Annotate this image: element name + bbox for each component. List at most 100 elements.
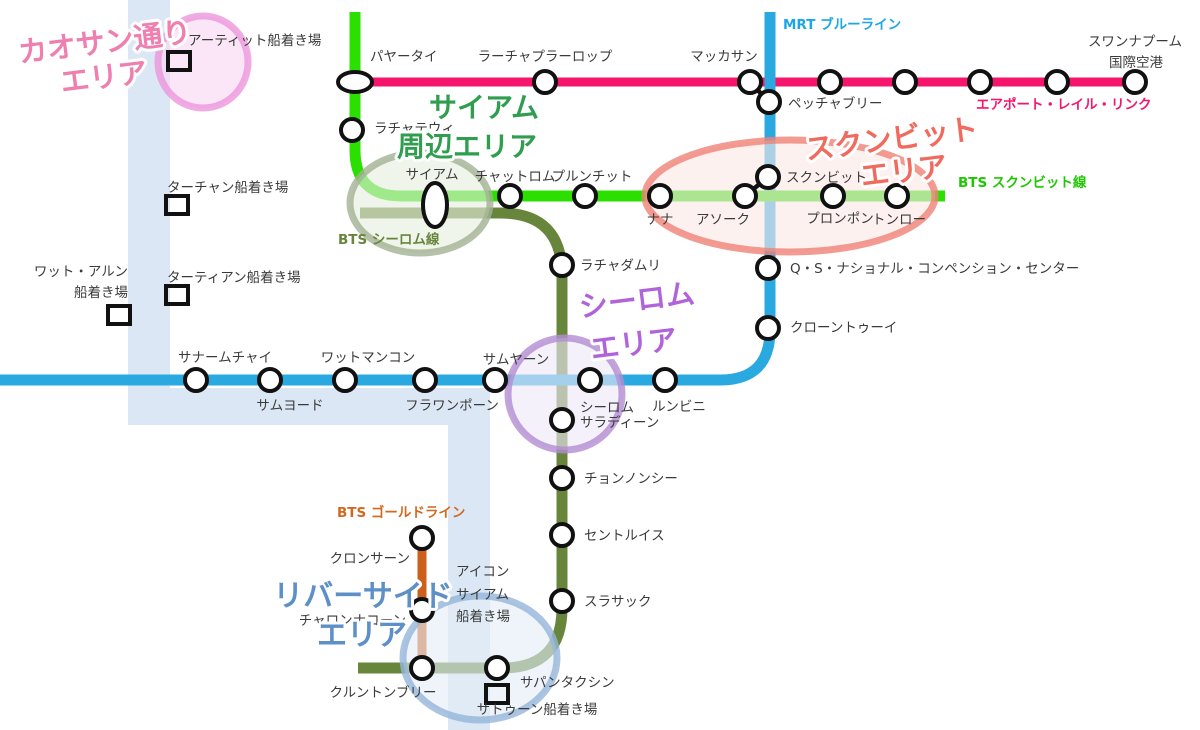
station-label-suvarnabhumi-1: スワンナプーム xyxy=(1088,34,1182,50)
station-label-wat-arun-pier-1: ワット・アルン xyxy=(34,264,128,280)
station-label-ratchaprarop: ラーチャプラーロップ xyxy=(478,49,613,65)
station-marker-charoen-nakhon xyxy=(409,597,435,623)
area-label-riverside-2: エリア xyxy=(317,618,407,653)
station-siam-station xyxy=(421,181,449,229)
station-arl-station-4 xyxy=(1044,69,1070,95)
station-chong-nonsi xyxy=(549,465,575,491)
area-khaosan xyxy=(154,12,252,112)
station-label-wat-mangkon: ワットマンコン xyxy=(321,350,416,366)
station-label-sanam-chai: サナームチャイ xyxy=(178,350,272,366)
station-khlong-san xyxy=(409,525,435,551)
station-marker-chong-nonsi xyxy=(549,465,575,491)
area-label-silom-2: エリア xyxy=(589,322,680,366)
station-sala-daeng xyxy=(549,407,575,433)
station-label-icon-siam-pier-1: アイコン xyxy=(456,564,509,580)
station-ratchathewi xyxy=(339,117,365,143)
station-marker-thong-lo xyxy=(884,183,910,209)
station-marker-siam-station xyxy=(421,181,449,229)
station-saint-louis xyxy=(549,522,575,548)
station-label-tha-chang-pier: ターチャン船着き場 xyxy=(167,179,288,196)
station-nana xyxy=(647,183,673,209)
station-label-saphan-taksin: サパンタクシン xyxy=(520,675,615,691)
station-charoen-nakhon xyxy=(409,597,435,623)
station-paya-thai xyxy=(336,70,374,94)
station-label-phloen-chit: プルンチット xyxy=(552,169,633,185)
station-marker-ratchathewi xyxy=(339,117,365,143)
station-marker-phrom-phong xyxy=(820,183,846,209)
station-marker-sala-daeng xyxy=(549,407,575,433)
line-label-airport-rail-link: エアポート・レイル・リンク xyxy=(976,96,1152,113)
area-silom xyxy=(504,334,626,454)
station-phetchaburi xyxy=(756,89,782,115)
station-qsncc xyxy=(755,255,781,281)
station-label-silom-mrt-2: サラディーン xyxy=(580,414,659,431)
station-marker-sukhumvit-mrt xyxy=(755,164,781,190)
station-marker-chit-lom xyxy=(497,183,523,209)
station-makkasan xyxy=(737,69,763,95)
station-marker-qsncc xyxy=(755,255,781,281)
station-marker-sam-yan xyxy=(482,367,508,393)
area-label-siam-1: サイアム xyxy=(429,91,539,124)
station-marker-lumphini xyxy=(652,367,678,393)
station-label-nana: ナナ xyxy=(647,212,674,228)
pier-marker-tha-tien-pier xyxy=(164,284,190,306)
station-marker-nana xyxy=(647,183,673,209)
station-hua-lamphong xyxy=(412,367,438,393)
station-phra-athit-pier xyxy=(166,50,192,72)
station-label-hua-lamphong: フラワンポーン xyxy=(405,398,499,414)
station-wat-mangkon xyxy=(332,367,358,393)
station-marker-ratchadamri xyxy=(549,252,575,278)
station-label-sathon-pier: サトゥーン船着き場 xyxy=(477,701,598,718)
station-label-phrom-phong: プロンポン xyxy=(806,211,874,227)
station-label-chit-lom: チャットロム xyxy=(475,169,556,185)
station-marker-paya-thai xyxy=(336,70,374,94)
station-wat-arun-pier xyxy=(106,304,132,326)
station-marker-arl-station-2 xyxy=(892,69,918,95)
station-marker-khlong-toei xyxy=(755,315,781,341)
station-thong-lo xyxy=(884,183,910,209)
station-label-khlong-san: クロンサーン xyxy=(330,551,410,567)
station-marker-sam-yot xyxy=(257,367,283,393)
station-marker-phloen-chit xyxy=(572,183,598,209)
line-label-bts-silom: BTS シーロム線 xyxy=(338,231,440,248)
area-riverside xyxy=(399,592,561,724)
station-label-silom-mrt-1: シーロム xyxy=(580,400,634,416)
station-label-charoen-nakhon: チャロンナコーン xyxy=(299,613,406,629)
station-arl-station-1 xyxy=(817,69,843,95)
station-marker-sanam-chai xyxy=(183,367,209,393)
station-saphan-taksin xyxy=(484,655,510,681)
station-marker-arl-station-4 xyxy=(1044,69,1070,95)
pier-marker-phra-athit-pier xyxy=(166,50,192,72)
line-label-bts-gold: BTS ゴールドライン xyxy=(337,504,465,521)
station-tha-chang-pier xyxy=(164,194,190,216)
station-label-krung-thonburi: クルントンブリー xyxy=(330,684,437,701)
station-label-chong-nonsi: チョンノンシー xyxy=(584,471,678,487)
station-label-qsncc: Q・S・ナショナル・コンペンション・センター xyxy=(790,261,1079,277)
station-surasak xyxy=(549,588,575,614)
station-label-icon-siam-pier-2: サイアム xyxy=(456,587,509,603)
station-khlong-toei xyxy=(755,315,781,341)
station-lumphini xyxy=(652,367,678,393)
station-sukhumvit-mrt xyxy=(755,164,781,190)
station-marker-wat-mangkon xyxy=(332,367,358,393)
station-marker-phetchaburi xyxy=(756,89,782,115)
station-marker-asok xyxy=(732,183,758,209)
station-arl-station-3 xyxy=(967,69,993,95)
station-chit-lom xyxy=(497,183,523,209)
station-marker-saint-louis xyxy=(549,522,575,548)
station-label-ratchadamri: ラチャダムリ xyxy=(580,258,661,274)
station-label-suvarnabhumi-2: 国際空港 xyxy=(1109,55,1163,71)
station-label-makkasan: マッカサン xyxy=(690,49,758,65)
line-label-mrt-blue: MRT ブルーライン xyxy=(783,16,901,33)
station-label-ratchathewi: ラチャテウィ xyxy=(374,121,455,137)
station-label-sam-yot: サムヨード xyxy=(256,398,323,414)
station-label-asok: アソーク xyxy=(696,212,750,228)
area-sukhumvit xyxy=(641,136,939,256)
station-ratchadamri xyxy=(549,252,575,278)
area-label-siam-2: 周辺エリア xyxy=(397,130,537,163)
station-label-siam-station: サイアム xyxy=(405,167,458,183)
station-label-icon-siam-pier-3: 船着き場 xyxy=(456,608,510,625)
station-asok xyxy=(732,183,758,209)
